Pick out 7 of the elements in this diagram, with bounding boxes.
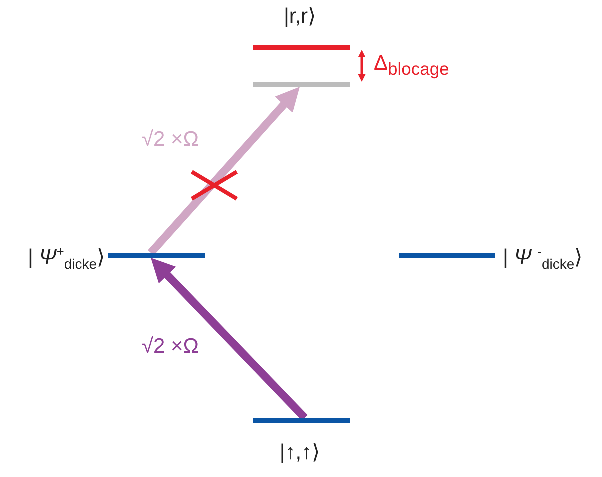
state-label: | Ψ$^{+}$$_{dicke}$⟩ [26,243,105,274]
arrow [151,258,308,421]
arrow [148,87,300,256]
arrow [358,50,366,82]
state-label: |r,r⟩ [282,4,318,30]
state-label: | Ψ $^{-}$$_{dicke}$⟩ [503,243,584,274]
state-label: |↑,↑⟩ [278,440,322,466]
